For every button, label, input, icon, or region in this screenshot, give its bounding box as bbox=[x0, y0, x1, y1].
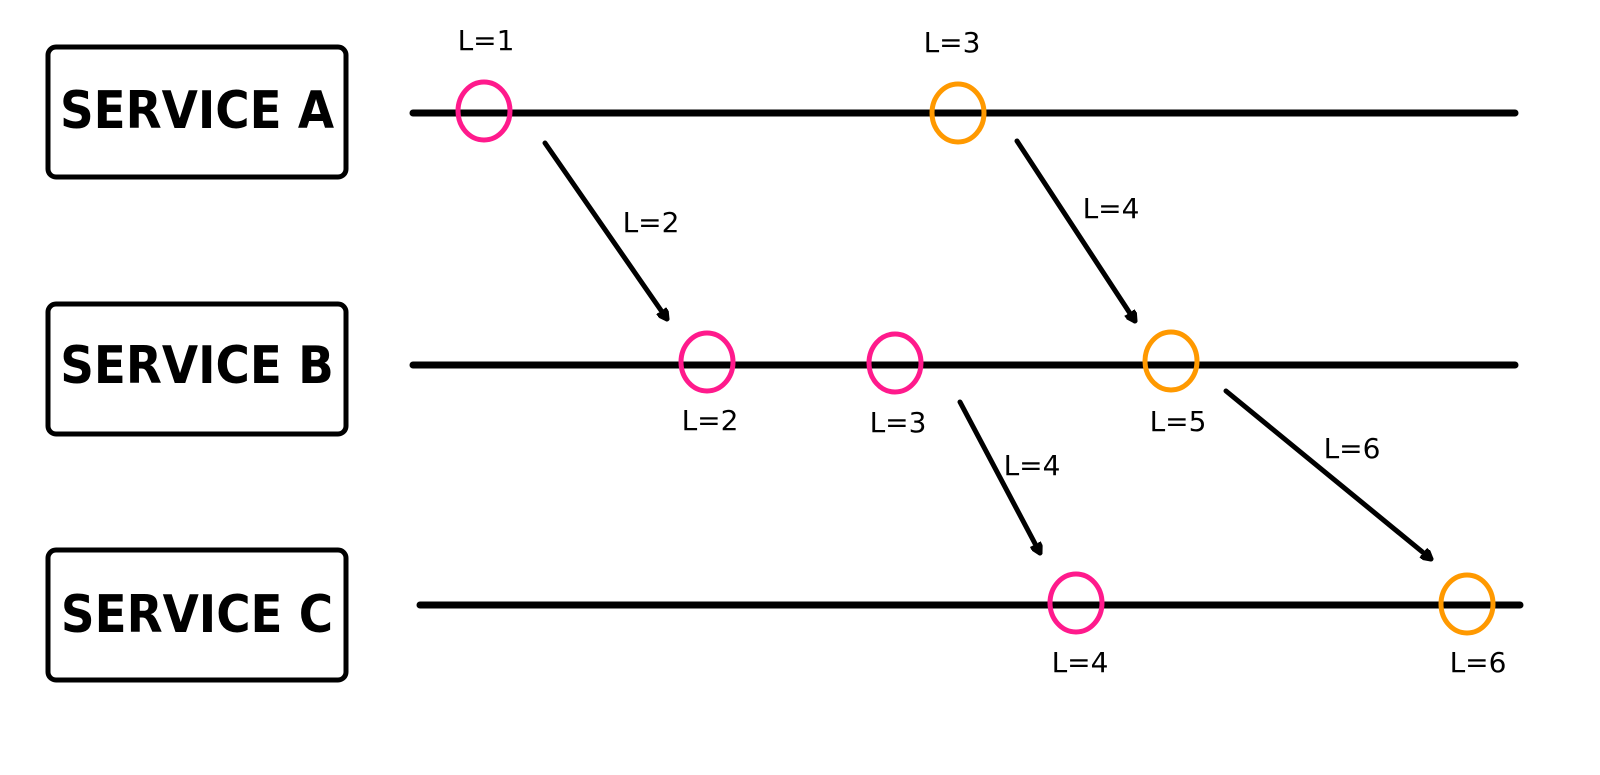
event-node: L=3 bbox=[866, 331, 927, 439]
event-node: L=3 bbox=[924, 26, 987, 145]
event-node: L=5 bbox=[1142, 329, 1207, 438]
event-label: L=5 bbox=[1150, 405, 1207, 438]
message-label: L=2 bbox=[623, 206, 680, 239]
message-arrow: L=6 bbox=[1223, 388, 1434, 562]
message-label: L=4 bbox=[1083, 192, 1140, 225]
event-label: L=1 bbox=[458, 24, 515, 57]
event-node: L=4 bbox=[1047, 571, 1109, 679]
message-label: L=4 bbox=[1004, 449, 1061, 482]
message-arrow: L=2 bbox=[542, 140, 680, 322]
event-label: L=4 bbox=[1052, 646, 1109, 679]
event-label: L=3 bbox=[870, 406, 927, 439]
service-label: SERVICE A bbox=[60, 81, 334, 141]
event-label: L=3 bbox=[924, 26, 981, 59]
event-label: L=6 bbox=[1450, 646, 1507, 679]
message-arrow: L=4 bbox=[1014, 138, 1140, 324]
service-box-a: SERVICE A bbox=[45, 44, 349, 180]
message-arrow: L=4 bbox=[957, 399, 1061, 556]
event-label: L=2 bbox=[682, 404, 739, 437]
event-node: L=6 bbox=[1438, 572, 1507, 679]
service-label: SERVICE B bbox=[60, 336, 334, 396]
message-label: L=6 bbox=[1324, 432, 1381, 465]
service-label: SERVICE C bbox=[61, 585, 333, 645]
service-box-b: SERVICE B bbox=[45, 301, 349, 437]
event-node: L=2 bbox=[678, 330, 739, 437]
service-box-c: SERVICE C bbox=[45, 547, 349, 683]
event-node: L=1 bbox=[455, 24, 515, 143]
